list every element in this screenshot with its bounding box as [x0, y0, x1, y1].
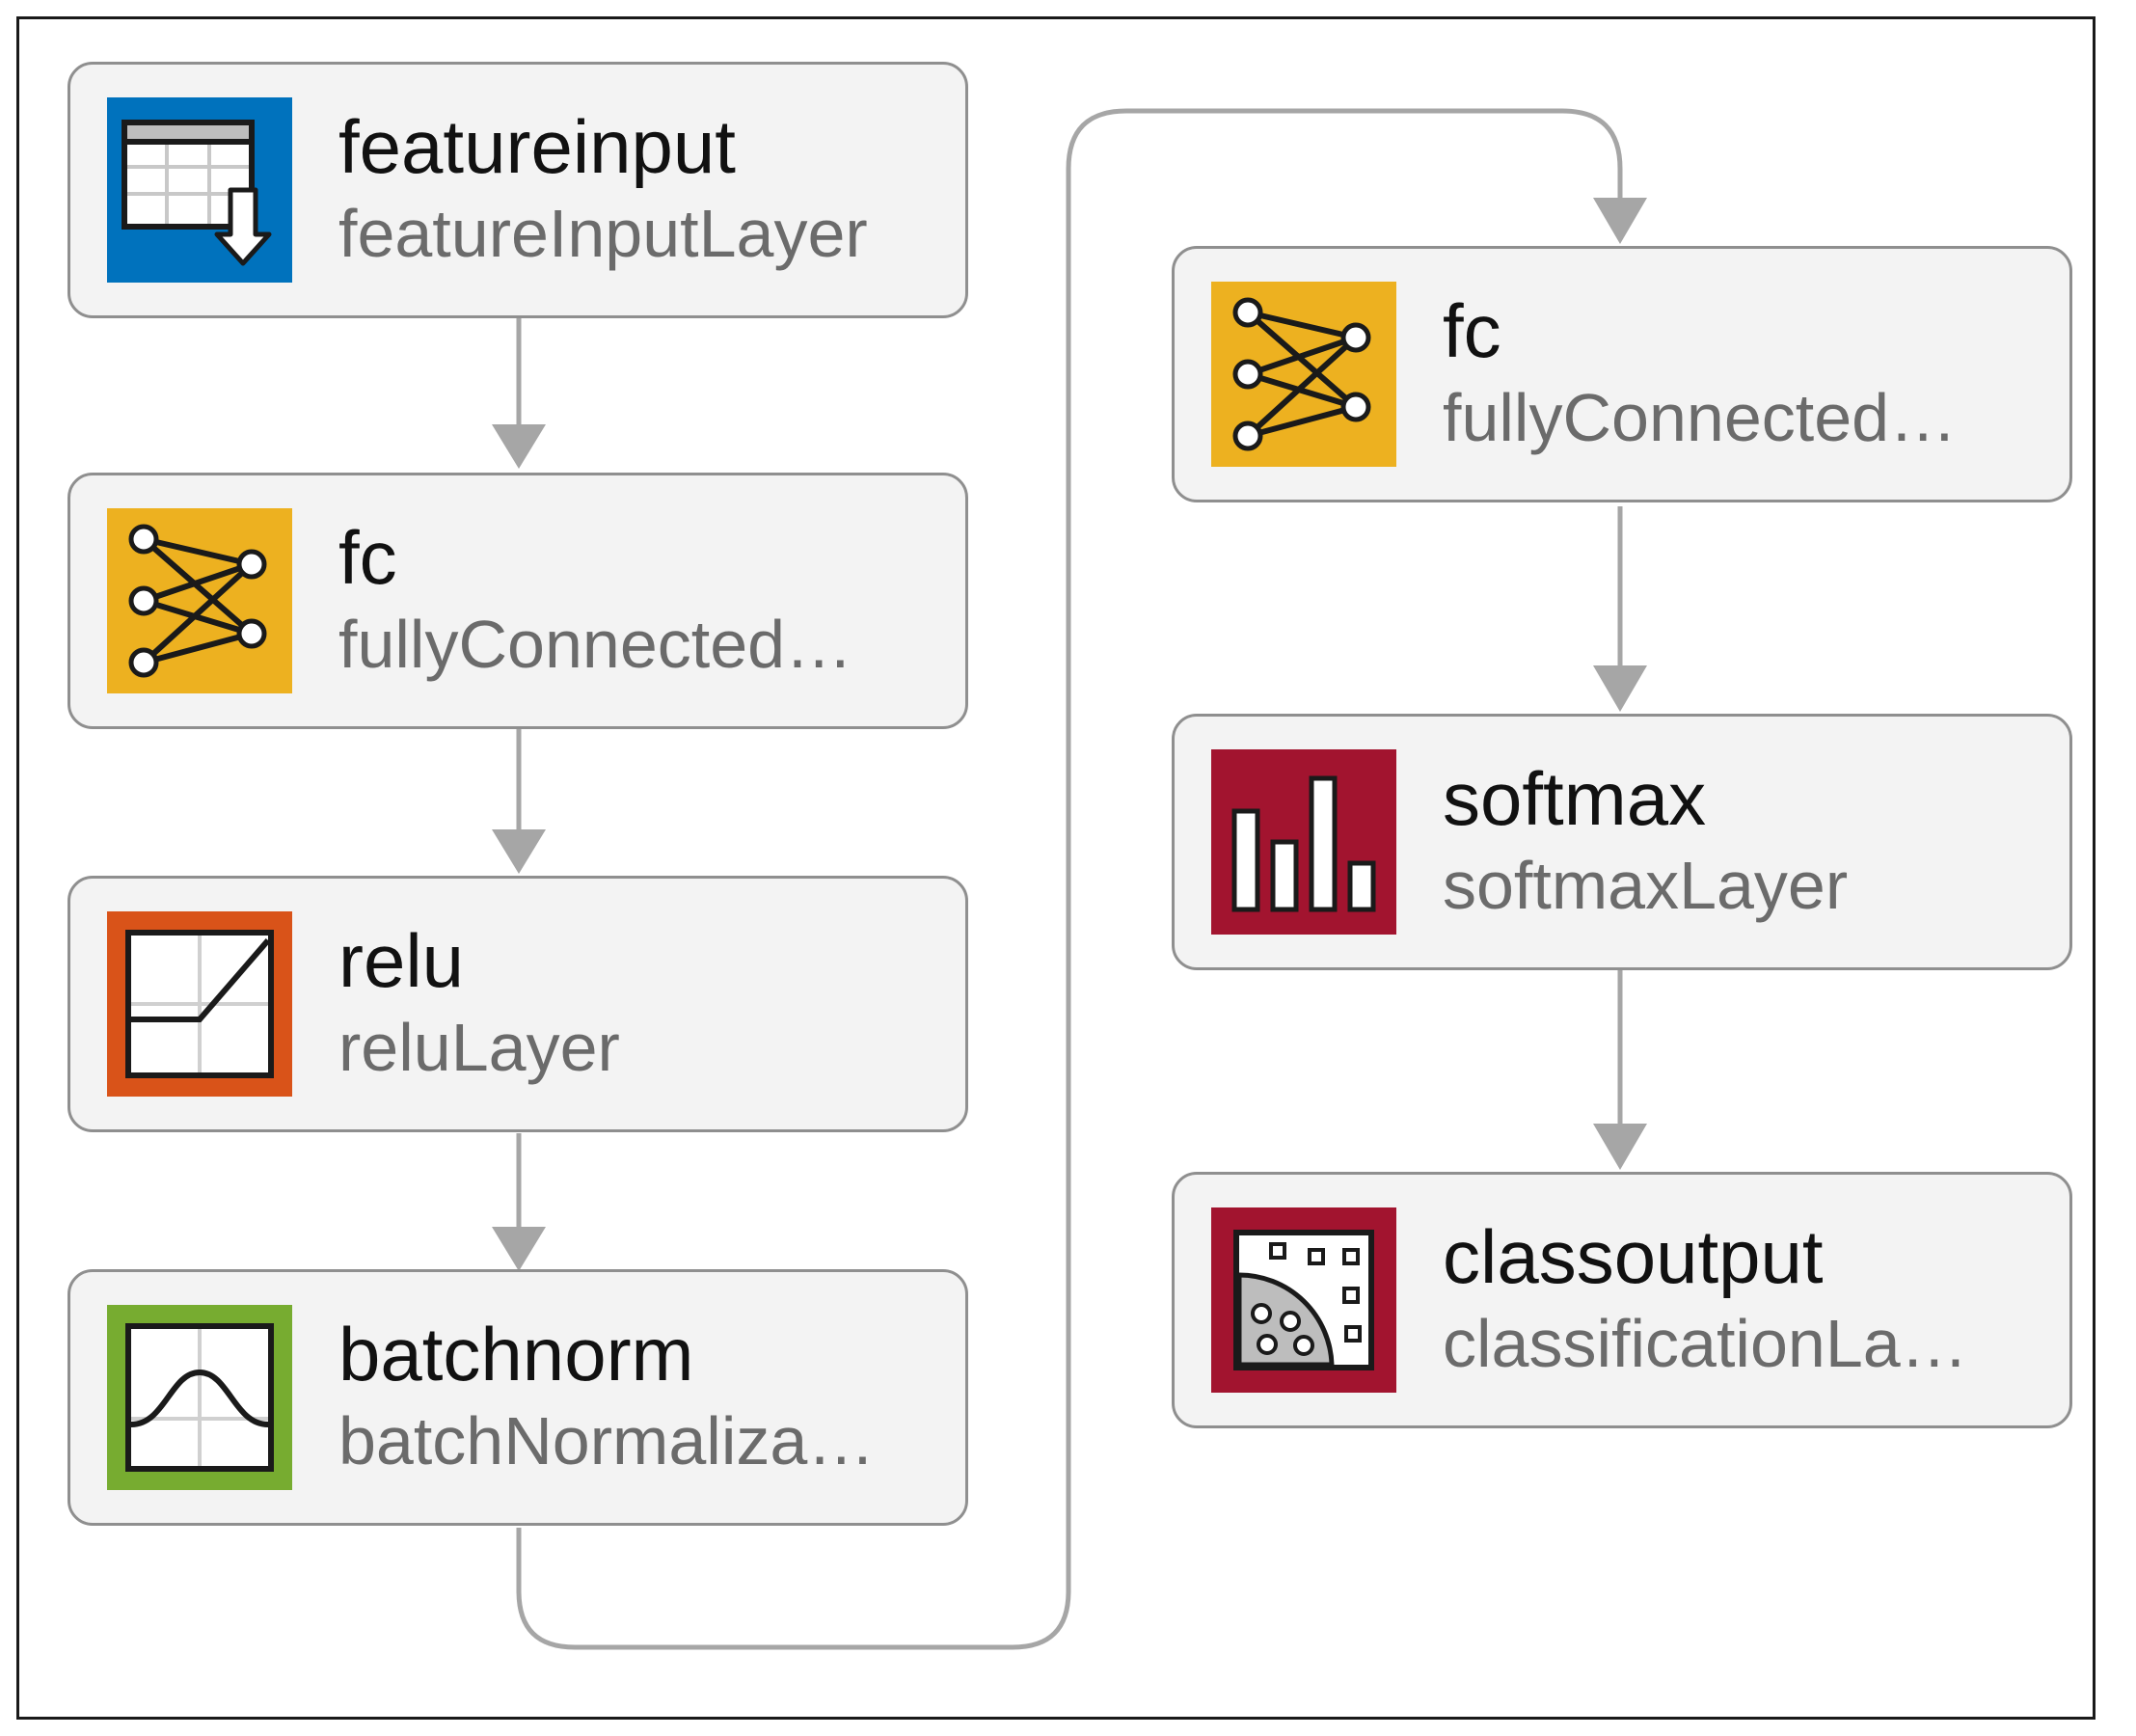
batch-normalization-icon: [107, 1305, 292, 1490]
layer-name: batchnorm: [338, 1312, 694, 1397]
layer-type: classificationLa…: [1443, 1306, 1968, 1381]
layer-name: relu: [338, 918, 465, 1003]
layer-type: fullyConnected…: [338, 607, 853, 682]
arrowhead: [1593, 1124, 1647, 1170]
layer-node-featureinput[interactable]: featureinput featureInputLayer: [68, 62, 968, 318]
layer-name: fc: [1443, 288, 1501, 373]
layer-node-relu[interactable]: relu reluLayer: [68, 876, 968, 1132]
arrowhead: [492, 424, 546, 469]
fully-connected-icon: [107, 508, 292, 693]
arrowhead: [492, 829, 546, 874]
layer-type: featureInputLayer: [338, 196, 868, 271]
classification-output-icon: [1211, 1207, 1396, 1393]
layer-type: softmaxLayer: [1443, 848, 1849, 923]
layer-name: featureinput: [338, 104, 736, 189]
feature-input-icon: [107, 97, 292, 283]
softmax-icon: [1211, 749, 1396, 935]
layer-node-batchnorm[interactable]: batchnorm batchNormaliza…: [68, 1269, 968, 1526]
layer-node-fc[interactable]: fc fullyConnected…: [1172, 246, 2072, 502]
layer-name: fc: [338, 515, 397, 600]
arrowhead: [1593, 665, 1647, 712]
layer-node-fc[interactable]: fc fullyConnected…: [68, 473, 968, 729]
layer-type: fullyConnected…: [1443, 380, 1958, 455]
layer-type: batchNormaliza…: [338, 1403, 876, 1478]
relu-icon: [107, 911, 292, 1097]
arrowhead: [1593, 198, 1647, 244]
layer-name: softmax: [1443, 756, 1707, 841]
layer-type: reluLayer: [338, 1010, 620, 1085]
fully-connected-icon: [1211, 282, 1396, 467]
layer-name: classoutput: [1443, 1214, 1824, 1299]
arrowhead: [492, 1227, 546, 1271]
edge-batchnorm-fc: [516, 108, 1623, 1650]
layer-node-softmax[interactable]: softmax softmaxLayer: [1172, 714, 2072, 970]
layer-node-classoutput[interactable]: classoutput classificationLa…: [1172, 1172, 2072, 1428]
